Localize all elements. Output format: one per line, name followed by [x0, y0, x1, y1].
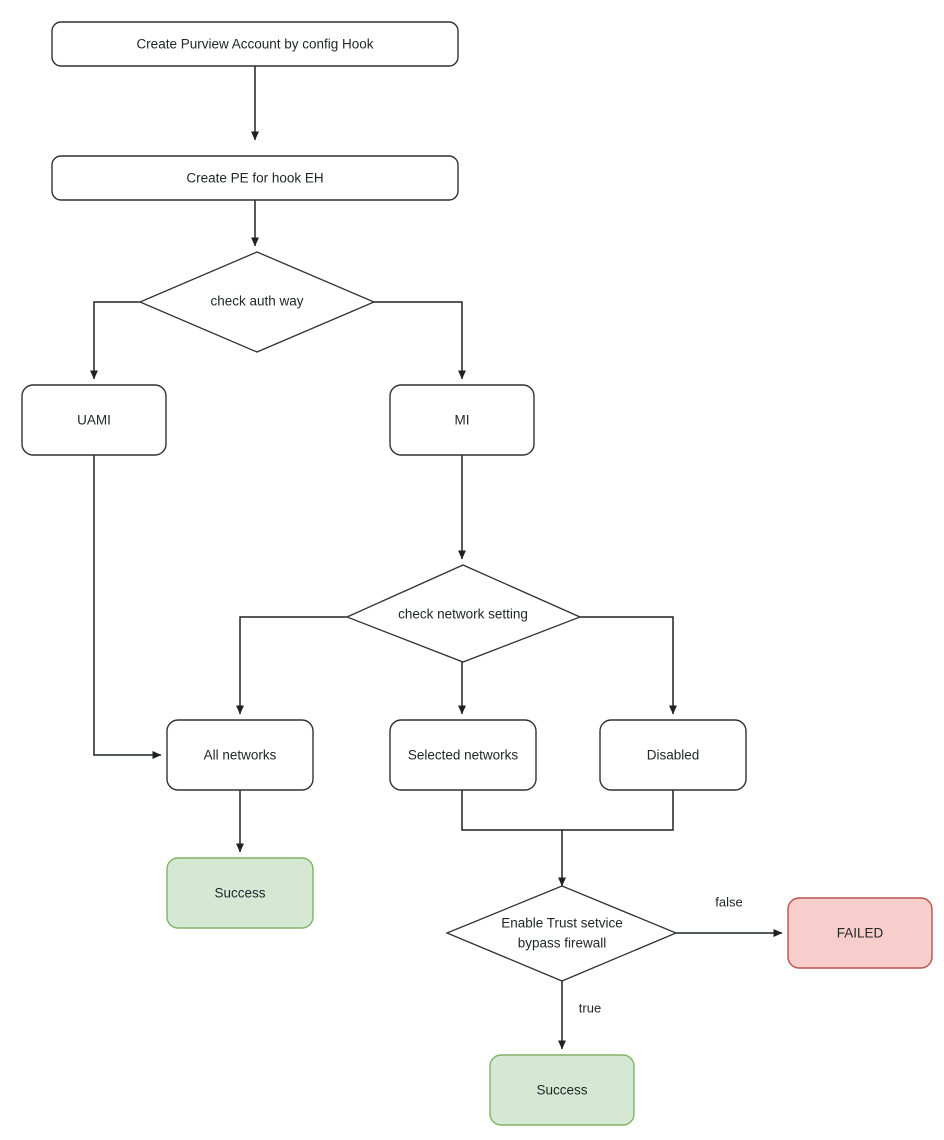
node-label-create-purview-account: Create Purview Account by config Hook — [136, 37, 373, 52]
node-success-all-networks[interactable]: Success — [166, 857, 314, 929]
node-all-networks[interactable]: All networks — [166, 719, 314, 791]
node-label-success-all-networks: Success — [214, 886, 265, 901]
node-check-auth-way[interactable]: check auth way — [138, 251, 376, 353]
edge-layer — [90, 66, 783, 1050]
edge-label-layer: false true — [579, 894, 743, 1015]
node-shape-check-network-setting — [345, 564, 582, 663]
node-selected-networks[interactable]: Selected networks — [389, 719, 537, 791]
node-failed[interactable]: FAILED — [787, 897, 933, 969]
node-create-purview-account[interactable]: Create Purview Account by config Hook — [51, 21, 459, 67]
edge-check-network-setting-to-disabled — [580, 616, 677, 715]
node-shape-uami — [21, 384, 167, 456]
node-create-pe-hook-eh[interactable]: Create PE for hook EH — [51, 155, 459, 201]
node-enable-trust-service-bypass-firewall[interactable]: Enable Trust setvice bypass firewall — [445, 885, 678, 982]
node-label-check-auth-way: check auth way — [210, 294, 303, 309]
node-mi[interactable]: MI — [389, 384, 535, 456]
node-shape-check-auth-way — [138, 251, 376, 353]
node-check-network-setting[interactable]: check network setting — [345, 564, 582, 663]
node-shape-selected-networks — [389, 719, 537, 791]
edge-uami-to-all-networks — [93, 455, 162, 759]
node-shape-success-all-networks — [166, 857, 314, 929]
node-shape-mi — [389, 384, 535, 456]
edge-check-network-setting-to-all-networks — [236, 616, 347, 715]
node-shape-enable-trust-service-bypass-firewall — [445, 885, 678, 982]
node-success-bypass-firewall[interactable]: Success — [489, 1054, 635, 1126]
node-shape-failed — [787, 897, 933, 969]
node-label-check-network-setting: check network setting — [398, 607, 528, 622]
node-label-create-pe-hook-eh: Create PE for hook EH — [186, 171, 323, 186]
node-shape-create-pe-hook-eh — [51, 155, 459, 201]
edge-label-false: false — [715, 894, 742, 909]
edge-disabled-to-enable-trust-service — [562, 790, 674, 831]
edge-label-true: true — [579, 1000, 601, 1015]
edge-check-auth-way-to-uami — [90, 301, 140, 380]
node-shape-all-networks — [166, 719, 314, 791]
node-label-enable-trust-service-line2: bypass firewall — [518, 936, 607, 951]
node-label-success-bypass-firewall: Success — [536, 1083, 587, 1098]
node-label-all-networks: All networks — [204, 748, 277, 763]
node-label-mi: MI — [455, 413, 470, 428]
node-uami[interactable]: UAMI — [21, 384, 167, 456]
node-shape-success-bypass-firewall — [489, 1054, 635, 1126]
node-shape-create-purview-account — [51, 21, 459, 67]
node-label-selected-networks: Selected networks — [408, 748, 519, 763]
node-label-enable-trust-service-line1: Enable Trust setvice — [501, 916, 623, 931]
node-label-uami: UAMI — [77, 413, 111, 428]
node-disabled[interactable]: Disabled — [599, 719, 747, 791]
edge-selected-networks-to-enable-trust-service — [461, 790, 566, 887]
node-label-failed: FAILED — [837, 926, 884, 941]
node-label-disabled: Disabled — [647, 748, 700, 763]
edge-check-auth-way-to-mi — [374, 301, 466, 380]
node-shape-disabled — [599, 719, 747, 791]
